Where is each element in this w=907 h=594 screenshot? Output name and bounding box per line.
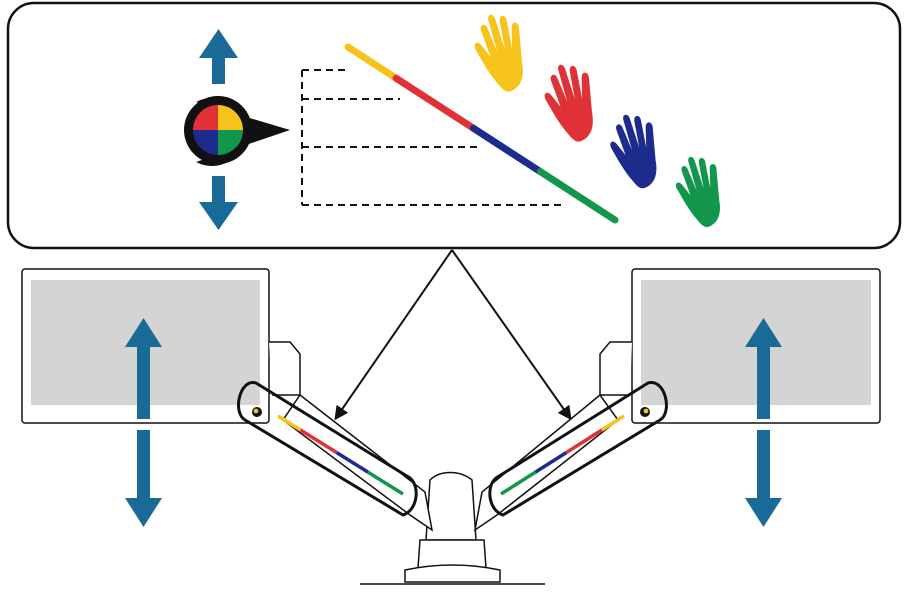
right-monitor-height-arrow-icon	[745, 318, 782, 527]
callout-pointer-arrows	[334, 249, 572, 421]
scale-segment-green	[536, 168, 619, 224]
left-arm-indicator-icon	[252, 407, 262, 417]
scale-segment-red	[392, 74, 477, 132]
monitor-stand	[360, 471, 545, 585]
scale-segment-green	[367, 470, 404, 496]
scale-segment-yellow	[600, 414, 625, 432]
right-arm	[473, 381, 668, 532]
scale-segment-red	[565, 428, 603, 455]
tension-scale-bar	[344, 43, 619, 224]
right-arm-highlight	[488, 381, 668, 517]
left-monitor-height-arrow-icon	[125, 318, 162, 527]
scale-segment-blue	[469, 124, 544, 176]
scale-segment-yellow	[277, 414, 302, 432]
scale-segment-blue	[335, 451, 369, 474]
right-monitor	[599, 268, 881, 424]
double-arrow-vertical-icon	[199, 29, 238, 230]
scale-segment-green	[500, 470, 537, 496]
callout-panel	[6, 1, 902, 250]
color-quadrant-indicator-icon	[184, 96, 290, 166]
left-arm	[237, 381, 434, 532]
left-arm-highlight	[237, 381, 418, 517]
scale-segment-yellow	[344, 43, 400, 82]
right-arm-indicator-icon	[640, 407, 650, 417]
scale-guide-lines	[301, 69, 565, 206]
scale-segment-red	[299, 428, 338, 455]
scale-segment-blue	[534, 451, 568, 474]
